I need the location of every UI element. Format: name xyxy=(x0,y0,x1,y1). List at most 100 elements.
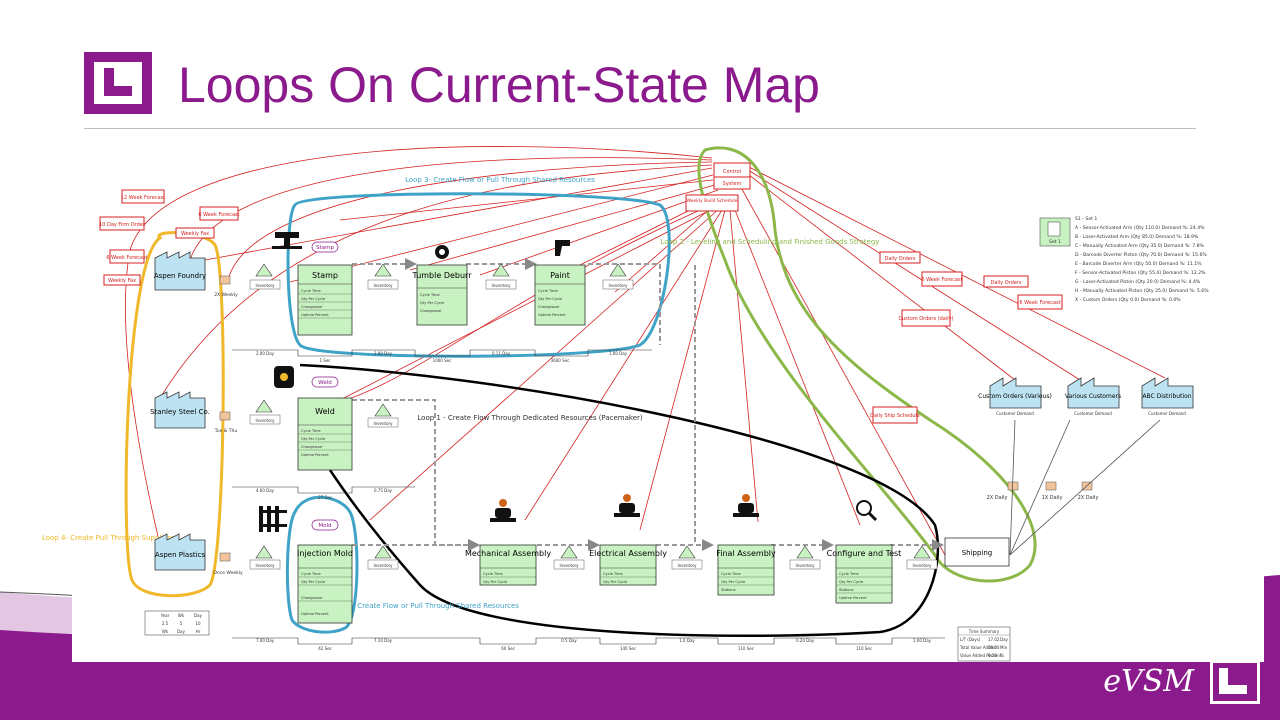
svg-text:1.00 Day: 1.00 Day xyxy=(913,638,932,643)
loop4-label: Loop 4- Create Pull Through Suppliers xyxy=(42,534,174,542)
timelines xyxy=(232,349,945,645)
svg-text:0.75 Day: 0.75 Day xyxy=(374,488,393,493)
info-daily-ship: Daily Ship Schedule xyxy=(870,413,920,419)
info-12-week: 12 Week Forecast xyxy=(121,195,165,201)
svg-text:Uptime Percent: Uptime Percent xyxy=(301,313,329,317)
mold-icon xyxy=(259,506,263,532)
process-final: Final Assembly xyxy=(716,544,776,596)
customer-custom-orders: Custom Orders (Various) xyxy=(978,393,1052,400)
svg-text:110 Sec: 110 Sec xyxy=(738,646,754,651)
svg-text:Cycle Time: Cycle Time xyxy=(538,289,559,293)
loop1 xyxy=(299,363,940,638)
control-label: Control xyxy=(723,169,741,175)
svg-text:Wk: Wk xyxy=(178,613,185,618)
inventory-markers: Inventory Inventory Inventory Inventory … xyxy=(249,263,938,570)
svg-text:Cycle Time: Cycle Time xyxy=(420,293,441,297)
svg-text:10: 10 xyxy=(195,621,201,626)
info-daily-orders-b: Daily Orders xyxy=(990,280,1021,286)
customer-various: Various Customers xyxy=(1065,393,1121,400)
svg-text:Day: Day xyxy=(177,629,186,634)
svg-text:Qty Per Cycle: Qty Per Cycle xyxy=(538,297,563,301)
svg-text:Stations: Stations xyxy=(839,588,854,592)
svg-text:S1 - Set 1: S1 - Set 1 xyxy=(1075,216,1097,222)
process-name: Paint xyxy=(550,271,570,280)
system-label: System xyxy=(723,181,742,187)
loop2-label: Loop 2 - Leveling and Scheduling and Fin… xyxy=(661,238,880,246)
svg-text:Value Added Percent: Value Added Percent xyxy=(960,653,1002,658)
svg-text:1000 Sec: 1000 Sec xyxy=(433,358,452,363)
customer-demand-label: Customer Demand xyxy=(1148,411,1186,416)
process-name: Injection Mold xyxy=(297,549,353,558)
svg-text:Cycle Time: Cycle Time xyxy=(301,572,322,576)
svg-text:5: 5 xyxy=(180,621,183,626)
svg-text:Changeover: Changeover xyxy=(301,596,323,600)
svg-text:Qty Per Cycle: Qty Per Cycle xyxy=(839,580,864,584)
svg-text:0.11 Day: 0.11 Day xyxy=(492,351,511,356)
svg-text:Inventory: Inventory xyxy=(255,283,275,288)
svg-text:Cycle Time: Cycle Time xyxy=(839,572,860,576)
loop1-label: Loop 1 - Create Flow Through Dedicated R… xyxy=(417,414,642,422)
svg-text:Stations: Stations xyxy=(721,588,736,592)
svg-text:Qty Per Cycle: Qty Per Cycle xyxy=(301,580,326,584)
svg-text:Inventory: Inventory xyxy=(373,283,393,288)
info-6-week-c: 6 Week Forecast xyxy=(921,277,962,283)
svg-text:L/T (Days): L/T (Days) xyxy=(960,637,981,642)
process-name: Final Assembly xyxy=(716,549,776,558)
evsm-logo xyxy=(84,52,152,114)
info-custom-orders: Custom Orders (daily) xyxy=(898,316,953,322)
svg-text:Cycle Time: Cycle Time xyxy=(483,572,504,576)
process-injection: Injection Mold xyxy=(297,544,353,624)
svg-text:Inventory: Inventory xyxy=(491,283,511,288)
supplier-freq: 2X Weekly xyxy=(214,292,238,298)
svg-text:Day: Day xyxy=(194,613,203,618)
svg-text:60 Sec: 60 Sec xyxy=(501,646,515,651)
svg-text:Inventory: Inventory xyxy=(912,563,932,568)
process-shipping: Shipping xyxy=(944,537,1010,567)
svg-text:Cycle Time: Cycle Time xyxy=(301,429,322,433)
svg-text:0.5 Day: 0.5 Day xyxy=(561,638,577,643)
process-config: Configure and Test xyxy=(827,544,901,604)
svg-text:Cycle Time: Cycle Time xyxy=(721,572,742,576)
svg-text:Changeover: Changeover xyxy=(301,445,323,449)
svg-text:X - Custom Orders (Qty 0.0) De: X - Custom Orders (Qty 0.0) Demand %: 0.… xyxy=(1075,297,1181,303)
info-6-week-a: 6 Week Forecast xyxy=(198,212,239,218)
svg-text:Uptime Percent: Uptime Percent xyxy=(538,313,566,317)
loop3-bottom-label: Loop 3- Create Flow or Pull Through Shar… xyxy=(329,602,519,610)
svg-text:17.02: 17.02 xyxy=(988,637,1000,642)
svg-text:Inventory: Inventory xyxy=(373,563,393,568)
svg-text:Uptime Percent: Uptime Percent xyxy=(301,612,329,616)
weekly-build-label: Weekly Build Schedule xyxy=(686,198,737,204)
svg-text:3600 Sec: 3600 Sec xyxy=(551,358,570,363)
svg-text:Set 1: Set 1 xyxy=(1049,239,1061,245)
tag-stamp: Stamp xyxy=(316,245,334,251)
svg-text:Cycle Time: Cycle Time xyxy=(301,289,322,293)
process-elec: Electrical Assembly xyxy=(589,544,667,586)
customer-abc: ABC Distribution xyxy=(1142,393,1191,400)
operator-icon xyxy=(614,494,640,517)
info-weekly-fax-b: Weekly Fax xyxy=(108,278,136,284)
svg-text:Inventory: Inventory xyxy=(608,283,628,288)
equipment-icons xyxy=(259,232,878,532)
info-6-week-b: 6 Week Forecast xyxy=(106,255,147,261)
svg-text:Cycle Time: Cycle Time xyxy=(603,572,624,576)
svg-text:E - Barcode Diverter Arm (Qty: E - Barcode Diverter Arm (Qty 50.0) Dema… xyxy=(1075,261,1202,267)
process-name: Electrical Assembly xyxy=(589,549,667,558)
svg-text:G - Laser-Activated Piston (Qt: G - Laser-Activated Piston (Qty 20.0) De… xyxy=(1075,279,1201,285)
svg-text:%: % xyxy=(1000,653,1004,658)
svg-text:0.20: 0.20 xyxy=(988,653,997,658)
svg-text:Total Value Added: Total Value Added xyxy=(959,645,996,650)
customer-freq: 1X Daily xyxy=(1042,495,1063,501)
loop3-bottom xyxy=(285,495,359,634)
info-weekly-fax-a: Weekly Fax xyxy=(181,231,209,237)
svg-text:50.00: 50.00 xyxy=(988,645,1000,650)
svg-text:Wk: Wk xyxy=(162,629,169,634)
svg-text:0.20 Day: 0.20 Day xyxy=(796,638,815,643)
svg-text:42 Sec: 42 Sec xyxy=(318,646,332,651)
info-6-week-d: 6 Week Forecast xyxy=(1019,300,1060,306)
svg-text:Year: Year xyxy=(160,613,170,618)
spray-gun-icon xyxy=(555,240,570,256)
